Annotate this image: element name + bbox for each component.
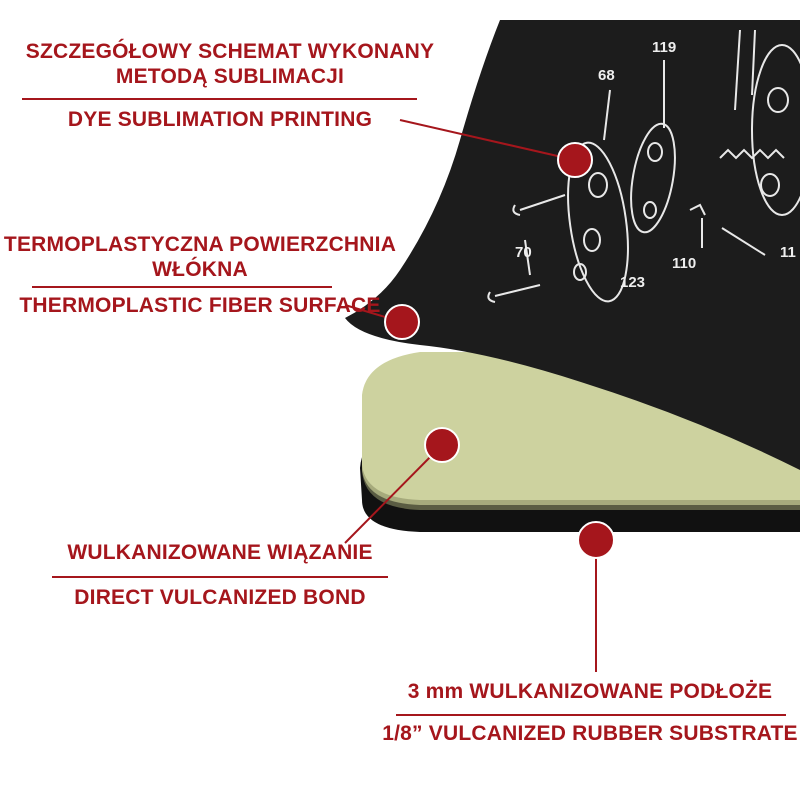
- part-plate-68-hole-c: [573, 263, 587, 281]
- part-screw-top: [512, 194, 566, 216]
- marker-substrate: [577, 521, 615, 559]
- part-number-123: 123: [620, 274, 645, 291]
- leader-68: [603, 89, 611, 141]
- divider-sublimation: [22, 98, 417, 100]
- part-number-11x: 11: [780, 244, 796, 261]
- part-number-110: 110: [672, 255, 696, 272]
- label-sublimation-pl: SZCZEGÓŁOWY SCHEMAT WYKONANY METODĄ SUBL…: [25, 40, 435, 88]
- part-number-68: 68: [598, 67, 615, 84]
- part-plate-119-hole: [647, 142, 663, 162]
- divider-substrate: [396, 714, 786, 716]
- part-body-right-hole-b: [760, 173, 780, 197]
- leader-line-sublimation: [399, 119, 576, 161]
- part-body-right-hole: [767, 87, 789, 113]
- label-sublimation-en: DYE SUBLIMATION PRINTING: [67, 108, 373, 131]
- part-number-70: 70: [515, 244, 532, 261]
- divider-surface: [32, 286, 332, 288]
- part-plate-68: [567, 141, 629, 303]
- exploded-parts-drawing: [487, 29, 800, 303]
- part-body-right: [751, 44, 800, 216]
- part-plate-119-hole-b: [643, 201, 657, 219]
- callout-markers: [384, 142, 615, 559]
- fiber-surface-layer: [345, 20, 800, 470]
- part-number-labels: 68 119 70 110 123 11: [515, 39, 796, 291]
- divider-bond: [52, 576, 388, 578]
- part-spring: [719, 148, 785, 160]
- part-pin-110: [689, 203, 766, 256]
- part-screw-bottom: [487, 284, 541, 303]
- label-bond-en: DIRECT VULCANIZED BOND: [74, 586, 366, 609]
- leader-line-bond: [344, 444, 443, 544]
- part-plate-68-hole-a: [588, 172, 608, 198]
- part-plate-68-hole-b: [583, 228, 601, 252]
- part-rod: [734, 29, 756, 111]
- label-substrate-pl: 3 mm WULKANIZOWANE PODŁOŻE: [407, 680, 773, 703]
- label-substrate-en: 1/8” VULCANIZED RUBBER SUBSTRATE: [382, 722, 798, 745]
- leader-70: [524, 239, 531, 276]
- marker-sublimation: [557, 142, 593, 178]
- part-plate-119: [630, 122, 676, 234]
- khaki-layer-shadow: [362, 465, 800, 510]
- marker-surface: [384, 304, 420, 340]
- label-surface-pl: TERMOPLASTYCZNA POWIERZCHNIA WŁÓKNA: [3, 233, 397, 281]
- marker-bond: [424, 427, 460, 463]
- label-bond-pl: WULKANIZOWANE WIĄZANIE: [67, 541, 373, 564]
- part-number-119: 119: [652, 39, 676, 56]
- label-surface-en: THERMOPLASTIC FIBER SURFACE: [19, 294, 381, 317]
